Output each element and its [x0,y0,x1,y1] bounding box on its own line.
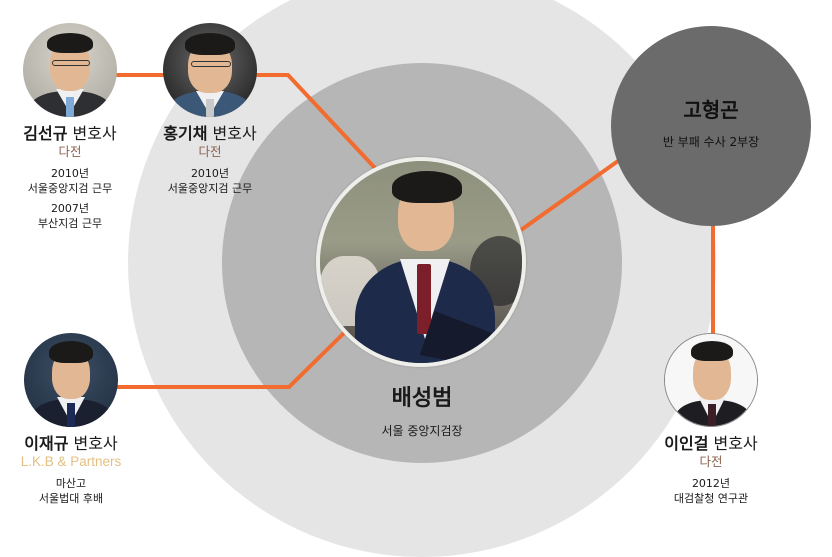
node-name: 고형곤 [683,98,739,122]
link-lee-jaegyu-center [117,330,347,389]
person-title: 변호사 [72,124,117,143]
node-go-hyeonggon: 고형곤 반 부패 수사 2부장 [611,26,811,226]
person-title: 변호사 [212,124,257,143]
person-affiliation: L.K.B & Partners [20,454,122,469]
center-portrait-photo [316,157,526,367]
portrait-kim-seongyu [23,23,117,117]
person-name-line: 이재규 변호사 [0,434,151,454]
person-affiliation: 다전 [58,144,82,159]
center-name: 배성범 [391,386,453,411]
center-role: 서울 중앙지검장 [381,424,463,438]
person-title: 변호사 [73,434,118,453]
person-name: 이인걸 [664,434,709,453]
portrait-hong-gichae [163,23,257,117]
person-affiliation: 다전 [699,454,723,469]
person-name: 이재규 [24,434,69,453]
person-name-line: 김선규 변호사 [0,124,150,144]
person-name: 홍기채 [163,124,208,143]
center-person-label: 배성범 서울 중앙지검장 [322,380,522,439]
link-center-dark-node [519,159,620,232]
portrait-lee-jaegyu [24,333,118,427]
person-affiliation: 다전 [198,144,222,159]
portrait-lee-ingeol [664,333,758,427]
person-name-line: 홍기채 변호사 [130,124,290,144]
person-name-line: 이인걸 변호사 [631,434,791,454]
link-hong-center [256,73,377,170]
person-name: 김선규 [23,124,68,143]
person-title: 변호사 [713,434,758,453]
node-role: 반 부패 수사 2부장 [662,135,760,149]
